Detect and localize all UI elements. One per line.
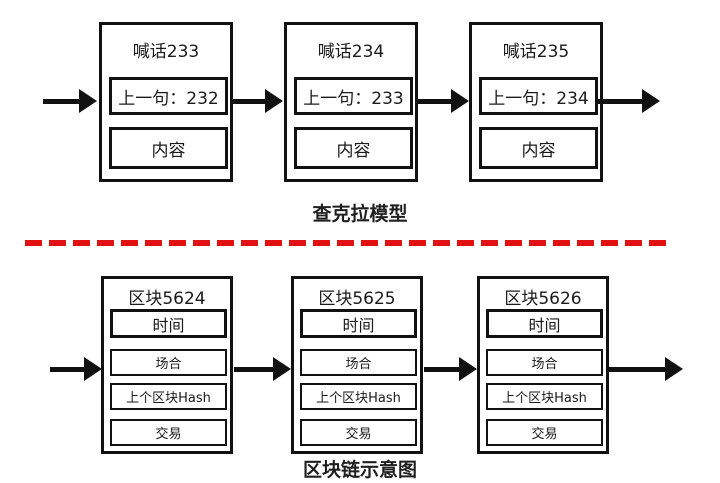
block-field-time: 时间 <box>110 309 227 338</box>
red-dashed-divider <box>25 240 666 246</box>
block-field-transaction: 交易 <box>486 419 603 446</box>
block-field-transaction: 交易 <box>300 419 417 446</box>
arrow-right-icon <box>415 89 469 113</box>
content-box: 内容 <box>479 127 598 169</box>
block-field-occasion: 场合 <box>110 349 227 376</box>
shout-node-title: 喊话235 <box>502 42 570 62</box>
shout-node-title: 喊话234 <box>317 42 385 62</box>
arrow-shaft <box>43 98 83 104</box>
arrow-shaft <box>415 98 455 104</box>
arrow-shaft <box>231 98 269 104</box>
arrow-head <box>84 357 102 381</box>
arrow-right-icon <box>43 89 97 113</box>
shout-node-235: 喊话235 上一句：234 内容 <box>469 22 603 182</box>
prev-sentence-box: 上一句：232 <box>109 77 228 115</box>
arrow-head <box>273 357 291 381</box>
bottom-section-caption: 区块链示意图 <box>302 459 417 481</box>
block-field-time: 时间 <box>486 309 603 338</box>
block-node-5626: 区块5626 时间 场合 上个区块Hash 交易 <box>477 276 609 454</box>
shout-node-233: 喊话233 上一句：232 内容 <box>99 22 233 182</box>
block-field-time: 时间 <box>300 309 417 338</box>
arrow-shaft <box>609 366 669 372</box>
block-field-occasion: 场合 <box>300 349 417 376</box>
arrow-right-icon <box>234 357 291 381</box>
block-node-title: 区块5626 <box>504 289 582 309</box>
arrow-shaft <box>50 366 88 372</box>
arrow-right-icon <box>50 357 102 381</box>
arrow-shaft <box>598 98 646 104</box>
content-box: 内容 <box>109 127 228 169</box>
block-node-title: 区块5625 <box>318 289 396 309</box>
block-field-prev-hash: 上个区块Hash <box>486 383 603 410</box>
arrow-head <box>451 89 469 113</box>
prev-sentence-box: 上一句：233 <box>294 77 413 115</box>
arrow-right-icon <box>231 89 283 113</box>
top-section-caption: 查克拉模型 <box>312 203 408 225</box>
arrow-shaft <box>424 366 463 372</box>
shout-node-title: 喊话233 <box>132 42 200 62</box>
block-field-prev-hash: 上个区块Hash <box>110 383 227 410</box>
arrow-head <box>665 357 683 381</box>
arrow-head <box>265 89 283 113</box>
arrow-right-icon <box>598 89 660 113</box>
shout-node-234: 喊话234 上一句：233 内容 <box>284 22 418 182</box>
arrow-head <box>459 357 477 381</box>
arrow-head <box>79 89 97 113</box>
block-node-5625: 区块5625 时间 场合 上个区块Hash 交易 <box>291 276 423 454</box>
block-node-5624: 区块5624 时间 场合 上个区块Hash 交易 <box>101 276 233 454</box>
block-field-transaction: 交易 <box>110 419 227 446</box>
arrow-right-icon <box>424 357 477 381</box>
arrow-shaft <box>234 366 277 372</box>
block-field-prev-hash: 上个区块Hash <box>300 383 417 410</box>
content-box: 内容 <box>294 127 413 169</box>
block-field-occasion: 场合 <box>486 349 603 376</box>
arrow-head <box>642 89 660 113</box>
block-node-title: 区块5624 <box>128 289 206 309</box>
arrow-right-icon <box>609 357 683 381</box>
prev-sentence-box: 上一句：234 <box>479 77 598 115</box>
